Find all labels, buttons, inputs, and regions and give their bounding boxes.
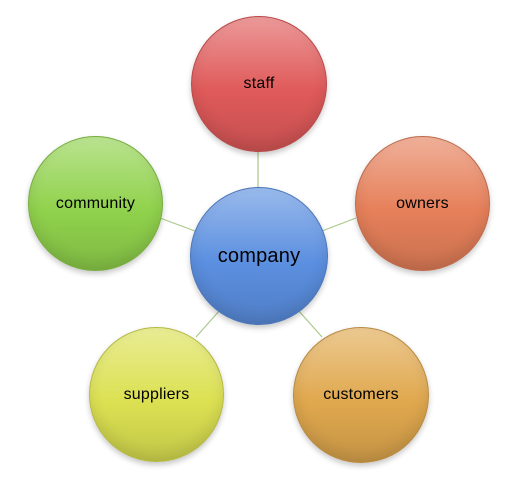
node-community-label: community — [55, 194, 136, 212]
connector-community — [159, 217, 196, 232]
node-owners-label: owners — [396, 194, 449, 212]
node-suppliers-label: suppliers — [123, 385, 190, 403]
node-staff-label: staff — [243, 75, 275, 92]
connector-owners — [321, 217, 357, 232]
node-company-label: company — [217, 244, 301, 267]
node-community: community — [28, 136, 163, 271]
node-suppliers: suppliers — [89, 327, 224, 462]
node-customers-label: customers — [323, 386, 399, 403]
connector-suppliers — [195, 309, 221, 338]
node-owners: owners — [355, 136, 490, 271]
node-staff: staff — [191, 16, 327, 152]
node-company: company — [190, 187, 328, 325]
node-customers: customers — [293, 327, 429, 463]
connector-customers — [297, 309, 323, 338]
